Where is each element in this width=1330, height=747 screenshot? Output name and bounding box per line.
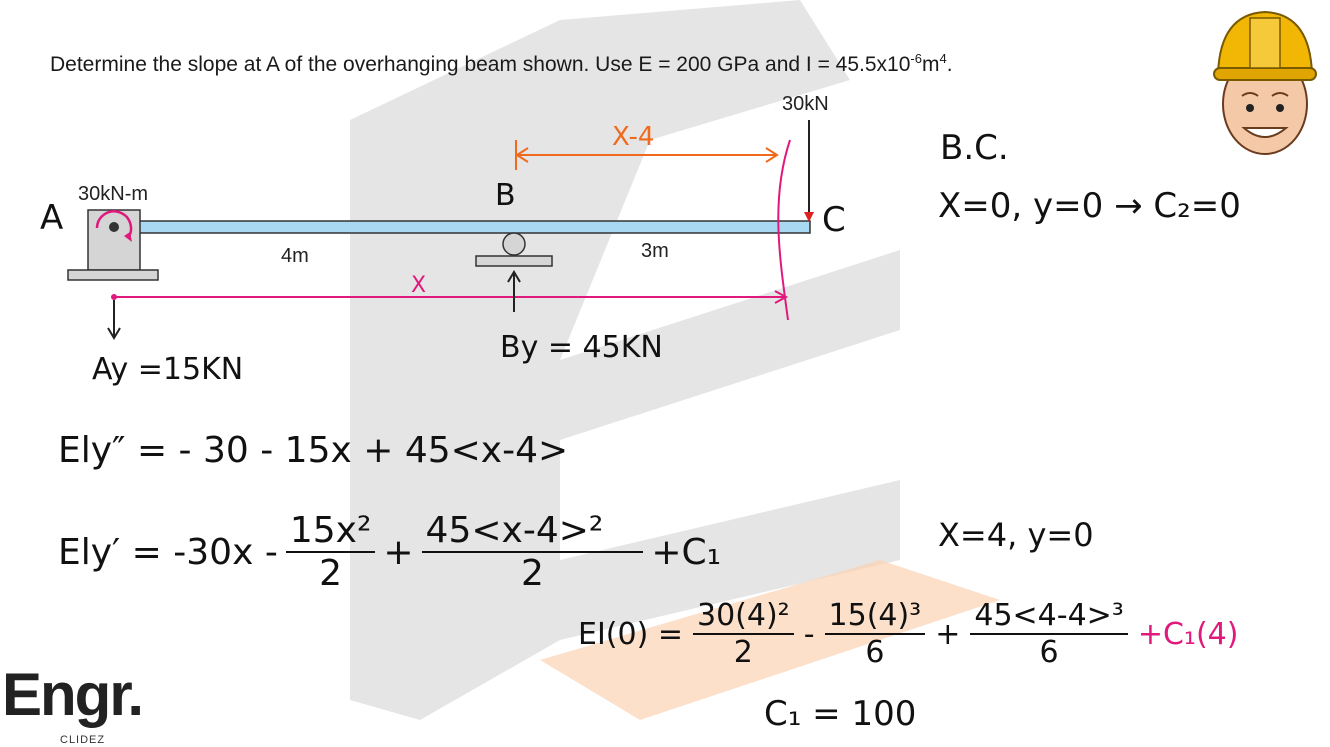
x-minus-4-label: X-4 <box>612 122 655 152</box>
slope-lhs: Ely′ = -30x - <box>58 531 278 573</box>
solution-fraction-2: 15(4)³ 6 <box>824 598 926 670</box>
beam <box>111 220 811 234</box>
slope-fraction-2: 45<x-4>² 2 <box>421 510 644 594</box>
bc-1: X=0, y=0 → C₂=0 <box>938 186 1241 226</box>
moment-label: 30kN-m <box>78 183 149 205</box>
solution-fraction-1: 30(4)² 2 <box>692 598 794 670</box>
span1-label: 4m <box>281 245 309 267</box>
load-label: 30kN <box>782 93 829 115</box>
problem-statement: Determine the slope at A of the overhang… <box>50 51 953 76</box>
solution-equation: EI(0) = 30(4)² 2 - 15(4)³ 6 + 45<4-4>³ 6… <box>578 598 1239 670</box>
point-c-label: C <box>822 200 846 240</box>
bc-2: X=4, y=0 <box>938 516 1094 554</box>
roller-support-b <box>475 232 553 267</box>
reaction-a-label: Ay =15KN <box>92 352 244 387</box>
point-b-label: B <box>495 178 516 213</box>
moment-arrow <box>95 210 133 239</box>
span2-label: 3m <box>641 240 669 262</box>
engr-logo: Engr. <box>2 661 144 728</box>
bc-title: B.C. <box>940 128 1009 168</box>
brand-name: CLIDEZ <box>60 734 106 746</box>
x-label: X <box>411 273 427 298</box>
solution-lhs: EI(0) = <box>578 616 683 652</box>
reaction-b-label: By = 45KN <box>500 330 663 365</box>
equation-slope: Ely′ = -30x - 15x² 2 + 45<x-4>² 2 +C₁ <box>58 510 722 594</box>
equation-moment: Ely″ = - 30 - 15x + 45<x-4> <box>58 430 569 471</box>
solution-result: C₁ = 100 <box>764 694 917 734</box>
pin-support-a <box>67 209 159 281</box>
solution-fraction-3: 45<4-4>³ 6 <box>970 598 1128 670</box>
engineer-avatar-icon <box>1213 10 1317 155</box>
slope-fraction-1: 15x² 2 <box>285 510 376 594</box>
point-a-label: A <box>40 198 64 238</box>
